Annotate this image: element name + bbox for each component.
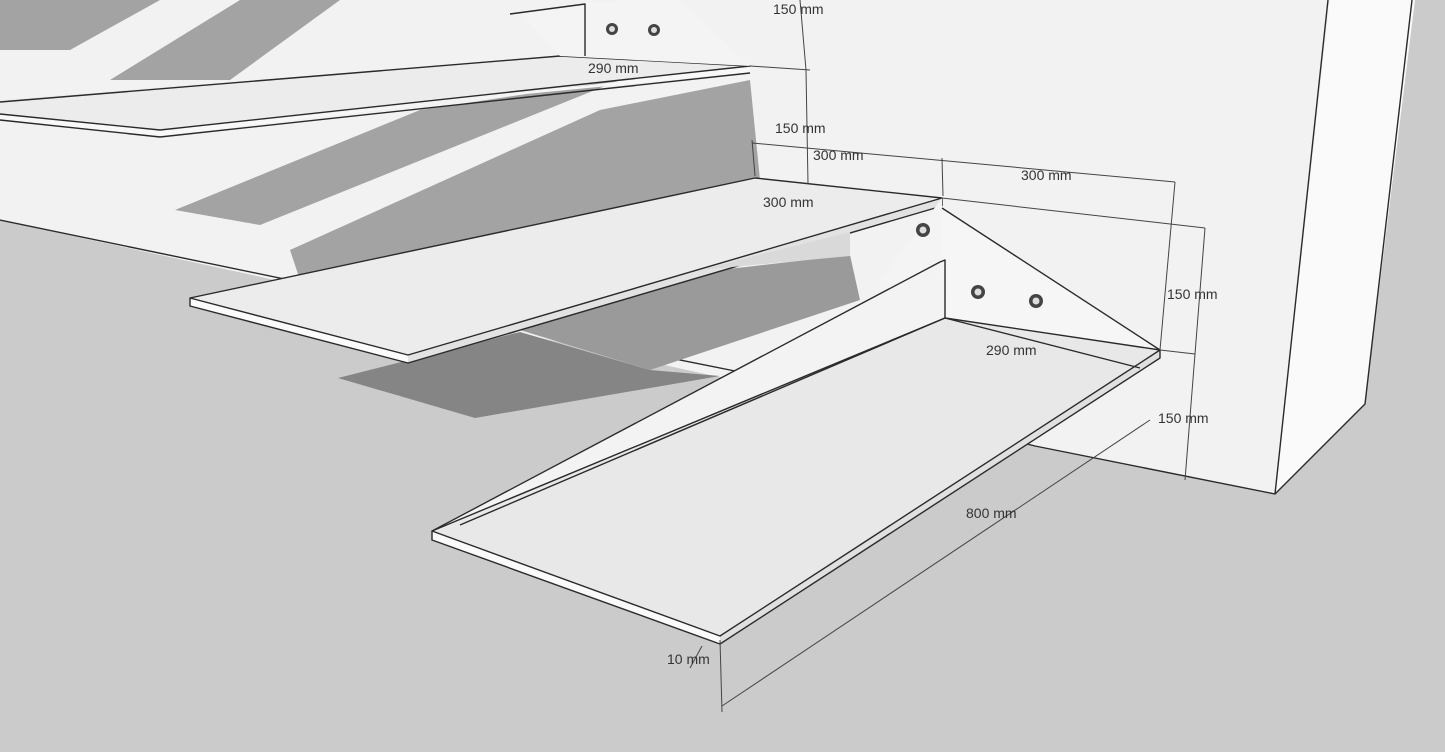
lower-stringer-outline bbox=[941, 207, 1161, 351]
upper-stringer-outline bbox=[509, 3, 586, 56]
upper-bolts bbox=[606, 23, 660, 36]
middle-stringer-under bbox=[700, 232, 850, 270]
wall-shadow-4 bbox=[290, 80, 760, 280]
lower-tread-front bbox=[432, 531, 720, 644]
wall-column-front bbox=[1275, 0, 1415, 494]
wall-shadow-2 bbox=[110, 0, 340, 80]
dim-tread-length: 800 mm bbox=[966, 505, 1017, 521]
lower-back-upstand bbox=[944, 317, 1141, 369]
upper-tread-underside bbox=[0, 72, 751, 138]
dim-tread-width-right: 300 mm bbox=[1021, 167, 1072, 183]
lower-tread-inner bbox=[459, 317, 946, 526]
middle-tread-front bbox=[190, 298, 408, 363]
lower-riser-outline bbox=[431, 259, 946, 532]
dim-riser-upper: 150 mm bbox=[775, 120, 826, 136]
dim-tread-front-depth: 290 mm bbox=[986, 342, 1037, 358]
dim-top-tread-depth: 290 mm bbox=[588, 60, 639, 76]
lower-tread-side bbox=[720, 350, 1160, 644]
wall-shadow-1 bbox=[0, 0, 160, 50]
upper-stringer bbox=[520, 0, 750, 66]
floor-shadow bbox=[338, 332, 720, 418]
lower-tread-top bbox=[432, 318, 1160, 636]
dim-plate-thickness: 10 mm bbox=[667, 651, 710, 667]
middle-tread-top bbox=[190, 178, 942, 355]
dim-riser-right-upper: 150 mm bbox=[1167, 286, 1218, 302]
middle-bolts bbox=[916, 223, 1043, 308]
middle-tread-side bbox=[408, 198, 942, 363]
dim-riser-right-lower: 150 mm bbox=[1158, 410, 1209, 426]
dim-tread-width-left: 300 mm bbox=[813, 147, 864, 163]
wall-shadow-5 bbox=[520, 255, 860, 370]
wall-shadow-3 bbox=[175, 80, 620, 225]
dim-tread-middle-depth: 300 mm bbox=[763, 194, 814, 210]
wall-edge-right bbox=[1274, 0, 1413, 495]
dimension-lines bbox=[689, 0, 1206, 713]
upper-tread-top bbox=[0, 56, 750, 130]
dim-top-riser: 150 mm bbox=[773, 1, 824, 17]
